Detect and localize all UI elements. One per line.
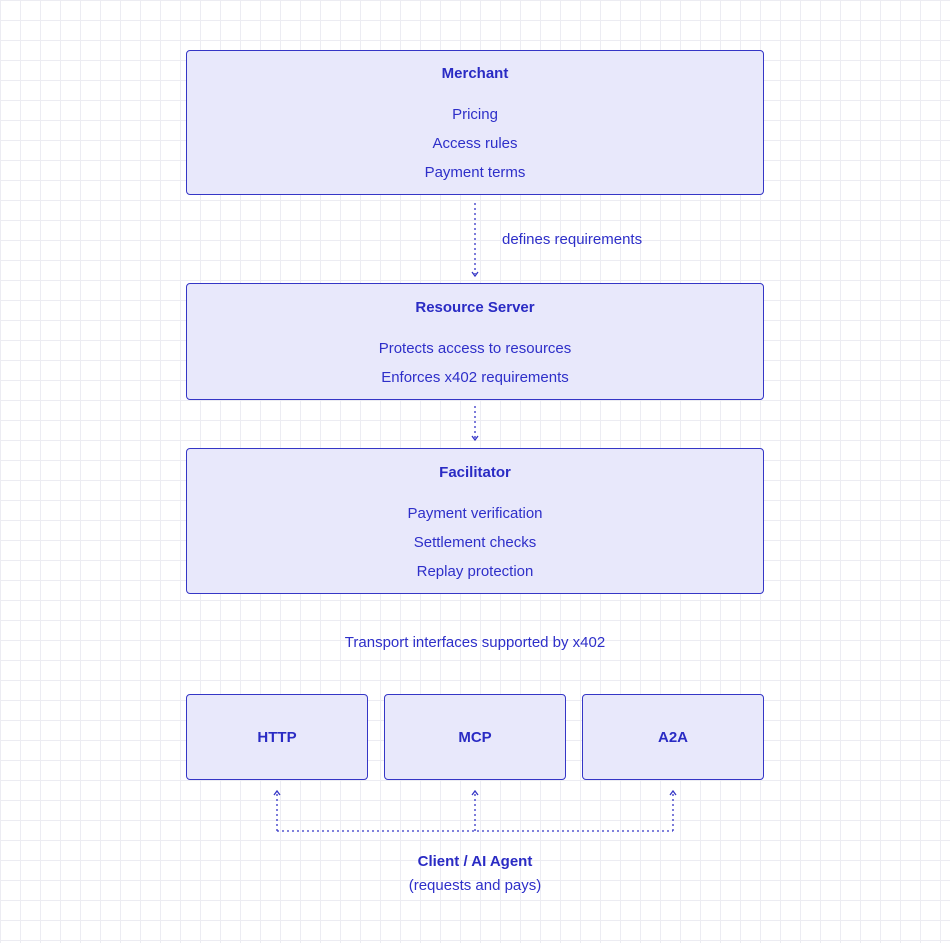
arrow-head-up [273, 789, 281, 796]
resource-server-item-enforces: Enforces x402 requirements [381, 369, 569, 386]
arrow-head-up [669, 789, 677, 796]
arrow-head-up [471, 789, 479, 796]
transport-box-http: HTTP [186, 694, 368, 780]
transport-caption: Transport interfaces supported by x402 [344, 634, 606, 651]
facilitator-title: Facilitator [439, 464, 511, 481]
client-subtitle: (requests and pays) [408, 877, 542, 894]
merchant-item-access-rules: Access rules [432, 135, 518, 152]
client-title: Client / AI Agent [417, 853, 533, 870]
arrow-head-down [471, 271, 479, 278]
facilitator-item-payment-verification: Payment verification [407, 505, 543, 522]
transport-label-http: HTTP [257, 728, 297, 746]
merchant-item-payment-terms: Payment terms [424, 164, 526, 181]
resource-server-item-protects: Protects access to resources [378, 340, 572, 357]
merchant-item-pricing: Pricing [452, 106, 498, 123]
resource-server-box: Resource Server Protects access to resou… [186, 283, 764, 400]
facilitator-item-settlement-checks: Settlement checks [413, 534, 537, 551]
resource-server-title: Resource Server [415, 299, 535, 316]
transport-label-a2a: A2A [657, 728, 688, 746]
defines-requirements-label: defines requirements [502, 231, 643, 248]
facilitator-item-replay-protection: Replay protection [416, 563, 534, 580]
arrow-head-down [471, 435, 479, 442]
transport-label-mcp: MCP [458, 728, 492, 746]
merchant-title: Merchant [441, 65, 509, 82]
transport-box-a2a: A2A [582, 694, 764, 780]
transport-box-mcp: MCP [384, 694, 566, 780]
merchant-box: Merchant Pricing Access rules Payment te… [186, 50, 764, 195]
facilitator-box: Facilitator Payment verification Settlem… [186, 448, 764, 594]
